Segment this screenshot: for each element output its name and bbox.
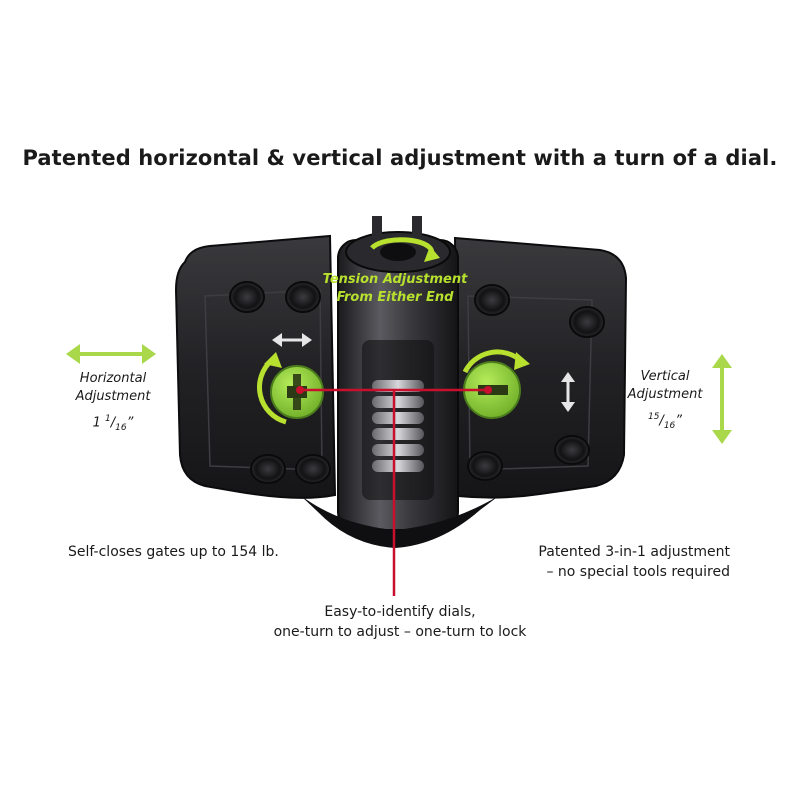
three-in-one-line1: Patented 3-in-1 adjustment: [538, 544, 730, 560]
tension-rotate-arrow-icon: [370, 237, 440, 262]
horizontal-adjustment-label: Horizontal Adjustment 1 1/16”: [58, 370, 168, 437]
tension-cap: [345, 216, 451, 273]
vertical-value-unit: ”: [675, 413, 683, 429]
double-arrow-horizontal-icon: [272, 333, 312, 347]
spring: [372, 380, 424, 472]
horizontal-adjustment-value: 1 1/16”: [92, 414, 134, 433]
dials-callout-line1: Easy-to-identify dials,: [324, 604, 476, 620]
dials-callout-line2: one-turn to adjust – one-turn to lock: [273, 624, 527, 640]
horizontal-label-line1: Horizontal: [79, 371, 147, 386]
vertical-value-den: 16: [663, 420, 676, 431]
vertical-label-line2: Adjustment: [627, 387, 703, 402]
tension-adjustment-label: Tension Adjustment From Either End: [310, 271, 480, 307]
double-arrow-vertical-icon: [561, 372, 575, 412]
horizontal-value-den: 16: [115, 422, 127, 433]
three-in-one-line2: – no special tools required: [546, 564, 730, 580]
tension-label-line2: From Either End: [336, 290, 454, 305]
horizontal-adjustment-arrow-icon: [66, 344, 156, 364]
headline: Patented horizontal & vertical adjustmen…: [22, 146, 778, 170]
dial-pointer-lines: [296, 386, 492, 596]
three-in-one-callout: Patented 3-in-1 adjustment – no special …: [430, 542, 730, 582]
vertical-label-line1: Vertical: [640, 369, 690, 384]
vertical-adjustment-arrow-icon: [712, 354, 732, 444]
screw-holes-right: [467, 284, 605, 481]
dials-callout: Easy-to-identify dials, one-turn to adju…: [200, 602, 600, 642]
horizontal-value-num: 1: [105, 414, 111, 424]
vertical-adjustment-value: 15/16”: [647, 412, 683, 431]
screw-holes-left: [229, 281, 331, 484]
hinge-barrel: [300, 239, 500, 548]
vertical-dial-rotate-arrow-icon: [462, 349, 530, 374]
vertical-adjustment-label: Vertical Adjustment 15/16”: [610, 368, 720, 435]
horizontal-label-line2: Adjustment: [75, 389, 151, 404]
horizontal-value-whole: 1: [92, 415, 101, 431]
horizontal-value-unit: ”: [126, 415, 134, 431]
tension-label-line1: Tension Adjustment: [322, 272, 468, 287]
self-close-callout: Self-closes gates up to 154 lb.: [68, 544, 279, 560]
horizontal-dial-rotate-arrow-icon: [257, 352, 287, 425]
vertical-value-num: 15: [647, 412, 660, 422]
